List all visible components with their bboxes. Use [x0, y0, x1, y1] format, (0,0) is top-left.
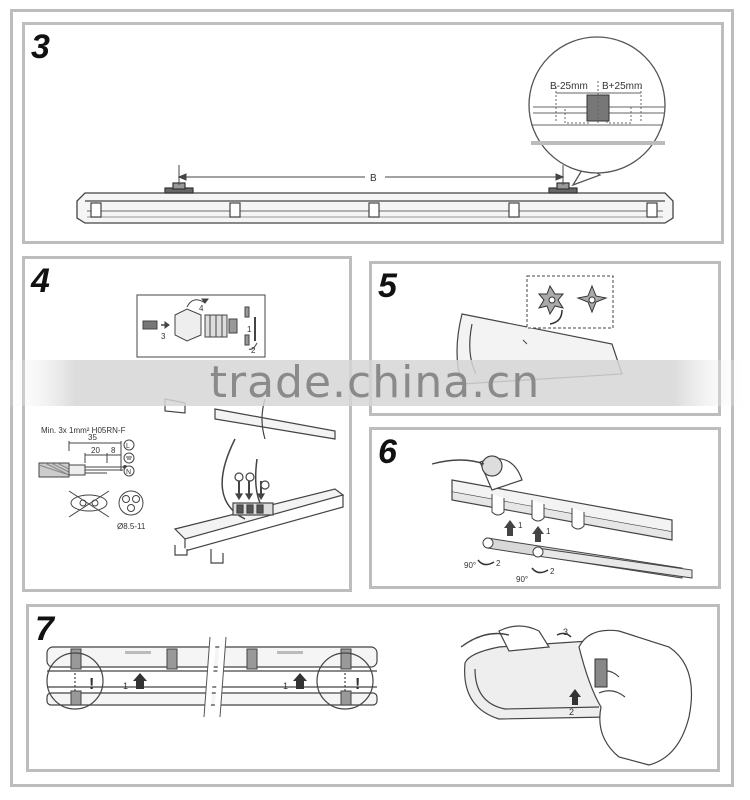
knob-detail-box	[526, 275, 614, 329]
tube-step-1b: 1	[546, 527, 551, 536]
rotation-90-b: 90°	[516, 575, 528, 584]
tube-step-2a: 2	[496, 559, 501, 568]
close-step-1b: 1	[283, 681, 288, 691]
tube-clips	[491, 494, 585, 530]
dim-minus-label: B-25mm	[550, 81, 588, 92]
length-20: 20	[91, 446, 100, 455]
warning-mark-right: !	[355, 676, 360, 693]
warning-mark-left: !	[89, 676, 94, 693]
clip-step-3: 3	[563, 627, 568, 637]
light-slots	[125, 651, 303, 654]
ceiling-brackets	[164, 182, 578, 194]
break-lines	[203, 636, 227, 718]
cable-strip-diagram	[38, 441, 127, 478]
turn-knob-icons	[537, 284, 608, 316]
hand	[578, 629, 692, 766]
tube-step-1a: 1	[518, 521, 523, 530]
tube-step-2b: 2	[550, 567, 555, 576]
cable-gland-detail	[136, 294, 266, 358]
step-3-illustration: B B-25mm B+25mm	[76, 36, 674, 224]
insert-arrows	[504, 520, 544, 542]
step-number: 7	[35, 610, 54, 648]
wrong-cable-icon	[68, 490, 110, 518]
gland-step-3: 3	[161, 332, 166, 341]
terminal-symbols	[123, 439, 135, 477]
rotation-90-a: 90°	[464, 561, 476, 570]
length-8: 8	[111, 446, 116, 455]
detail-circles	[46, 652, 374, 710]
power-cable	[431, 459, 485, 465]
led-tubes	[482, 537, 693, 579]
terminal-l: L	[126, 443, 130, 450]
step-7-panel: 7	[26, 604, 720, 772]
terminal-n: N	[126, 469, 131, 476]
luminaire-open	[164, 398, 345, 564]
watermark-band	[0, 360, 750, 406]
dim-b-label: B	[370, 173, 377, 184]
step-6-illustration: 1 1 2 2 90° 90°	[431, 455, 693, 584]
step-3-panel: 3 B	[22, 22, 724, 244]
step-number: 4	[31, 262, 50, 300]
dim-plus-label: B+25mm	[602, 81, 642, 92]
cable-diameter: Ø8.5-11	[117, 522, 146, 531]
push-up-arrow	[569, 689, 581, 705]
watermark-text: trade.china.cn	[209, 357, 541, 408]
gland-step-2: 2	[251, 346, 256, 355]
step-number: 5	[378, 267, 397, 305]
closure-clips	[70, 648, 352, 706]
luminaire-housing	[451, 455, 673, 541]
mounting-clips	[90, 202, 658, 218]
cable-spec: Min. 3x 1mm² H05RN-F	[41, 426, 126, 435]
step-7-illustration: 1 1 ! ! 2 3	[46, 625, 692, 766]
step-number: 6	[378, 433, 397, 471]
rotate-clip-arrow	[556, 632, 572, 638]
break-marks	[204, 636, 226, 718]
cable-section-icon	[118, 490, 144, 516]
gland-step-1: 1	[247, 325, 252, 334]
rotate-arrows	[477, 559, 549, 574]
magnifier-detail	[531, 81, 665, 145]
step-6-panel: 6 1 1 2 2 90°	[369, 427, 721, 589]
step-4-illustration: 3 4 1 2 Min. 3x 1mm² H05RN-F 35 20 8	[38, 294, 345, 564]
step-number: 3	[31, 28, 50, 66]
step-4-panel: 4 3 4 1 2 Min. 3x 1mm² H05RN-F	[22, 256, 352, 592]
push-arrows	[133, 673, 307, 689]
length-35: 35	[88, 433, 97, 442]
rotate-arrow	[549, 309, 563, 325]
gland-step-4: 4	[199, 304, 204, 313]
close-step-1a: 1	[123, 681, 128, 691]
clip-lever	[594, 658, 608, 688]
power-cable	[460, 632, 510, 648]
clip-step-2: 2	[569, 707, 574, 717]
dimension-b	[177, 165, 565, 185]
